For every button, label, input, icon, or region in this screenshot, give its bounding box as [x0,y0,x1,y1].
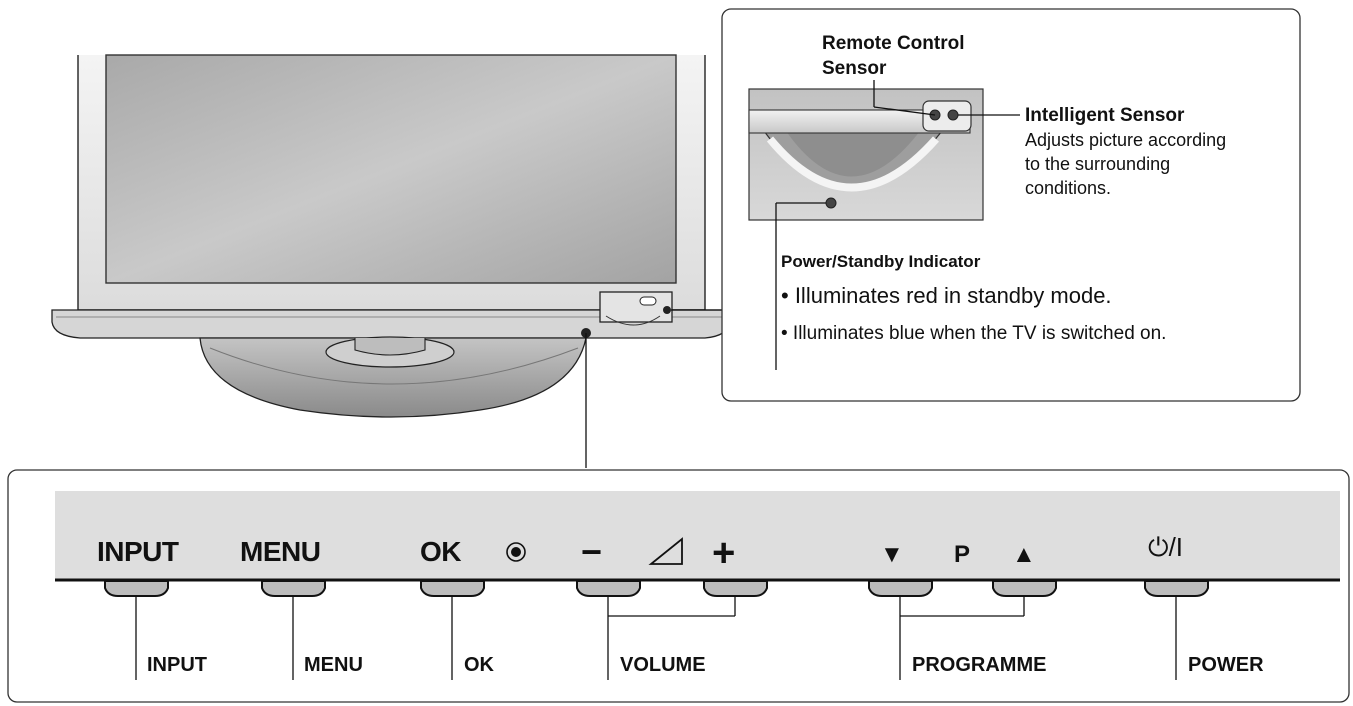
programme-down-button[interactable] [868,580,933,597]
tv-screen [105,54,677,284]
menu-face-label: MENU [240,536,320,567]
volume-triangle-icon [648,537,683,565]
volume-minus-label: − [581,531,602,572]
menu-caption: MENU [304,654,363,676]
programme-up-button[interactable] [992,580,1057,597]
power-indicator-dot [825,197,837,209]
tv-illustration [51,54,731,468]
menu-button[interactable] [261,580,326,597]
volume-minus-button[interactable] [576,580,641,597]
volume-caption: VOLUME [620,654,706,676]
intelligent-sensor-desc-3: conditions. [1025,178,1111,198]
sensor-closeup [748,88,984,221]
power-symbol-icon: ⏻/I [1148,532,1183,562]
programme-caption: PROGRAMME [912,654,1046,676]
intelligent-sensor-desc-2: to the surrounding [1025,154,1170,174]
ok-caption: OK [464,654,495,676]
tv-sensor-window [599,291,673,323]
remote-sensor-label-2: Sensor [822,58,887,79]
power-caption: POWER [1188,654,1264,676]
input-caption: INPUT [147,654,207,676]
power-indicator-bullet-1: • Illuminates red in standby mode. [781,283,1112,308]
control-panel-face [55,491,1340,580]
tv-indicator-dot [663,306,671,314]
ok-dot-icon [506,542,526,562]
power-indicator-title: Power/Standby Indicator [781,252,981,271]
intelligent-sensor-title: Intelligent Sensor [1025,105,1185,126]
programme-down-label: ▼ [880,541,903,568]
remote-sensor-label-1: Remote Control [822,33,965,54]
programme-p-label: P [954,541,970,568]
ok-face-label: OK [420,536,461,567]
input-button[interactable] [104,580,169,597]
intelligent-sensor-desc-1: Adjusts picture according [1025,130,1226,150]
input-face-label: INPUT [97,536,179,567]
power-button[interactable] [1144,580,1209,597]
intelligent-sensor-dot [947,109,959,121]
tv-stand [199,337,587,418]
volume-plus-button[interactable] [703,580,768,597]
power-indicator-bullet-2: • Illuminates blue when the TV is switch… [781,323,1166,344]
volume-plus-label: + [712,531,735,575]
ok-button[interactable] [420,580,485,597]
programme-up-label: ▲ [1012,541,1035,568]
